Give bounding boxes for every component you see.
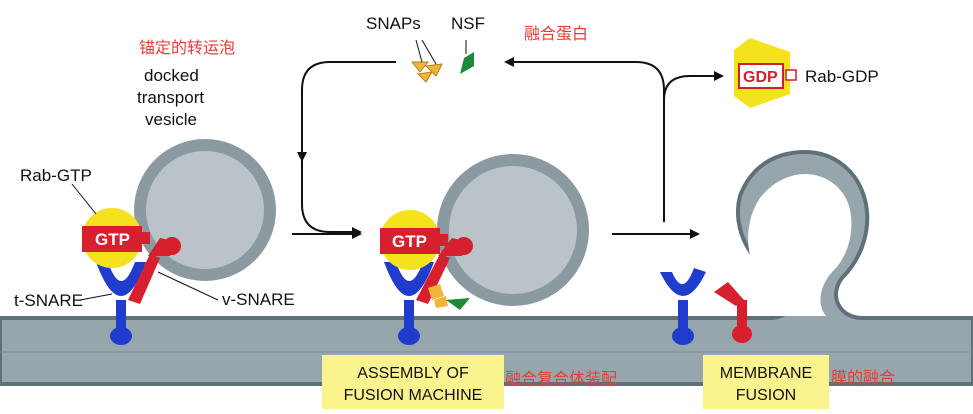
rab-gdp-icon [734,38,797,108]
snaps-icon [410,61,443,83]
v-snare-label: v-SNARE [222,290,295,309]
assembly-caption-box [322,355,504,409]
assembly-caption-line1: ASSEMBLY OF [357,365,469,382]
arrow-to-rab-gdp [663,71,724,101]
nsf-icon [460,52,474,74]
v-snare-right [714,282,752,343]
membrane-caption-line2: FUSION [736,387,796,404]
gdp-label: GDP [743,69,778,86]
t-snare-pointer [79,293,113,301]
snaps-pointer-2 [421,39,437,65]
rab-gdp-label: Rab-GDP [805,67,879,86]
membrane-caption-box [703,355,829,409]
fused-vesicle-lumen [748,174,852,316]
assembly-vesicle [437,154,589,306]
cn-fusion-protein: 融合蛋白 [524,24,588,43]
v-snare-pointer [157,271,219,301]
t-snare-left [96,262,146,345]
gtp-label-left: GTP [95,230,130,249]
rab-gtp-left [82,208,150,268]
snaps-pointer-1 [415,39,423,63]
cn-fusion: 膜的融合 [831,368,895,387]
rab-gtp-middle [380,210,448,270]
nsf-label: NSF [451,14,485,33]
v-snare-left [128,237,181,304]
t-snare-label: t-SNARE [14,291,83,310]
arrow-loop-down [301,61,396,237]
arrow-recycle-loop [504,57,665,222]
snaps-label: SNAPs [366,14,421,33]
rab-gtp-pointer [71,183,97,215]
gtp-label-middle: GTP [392,232,427,251]
assembly-caption-line2: FUSION MACHINE [344,387,483,404]
rab-gtp-label: Rab-GTP [20,166,92,185]
t-snare-middle [384,262,434,345]
membrane-caption-line1: MEMBRANE [720,365,812,382]
docked-vesicle-line1: docked [144,66,199,85]
v-snare-middle [416,237,473,304]
t-snare-right [660,268,706,345]
cn-docked-vesicle: 锚定的转运泡 [139,38,235,57]
docked-vesicle-line2: transport [137,88,204,107]
bound-snaps-nsf [428,284,470,310]
cn-assembly: 融合复合体装配 [505,369,617,388]
docked-vesicle-line3: vesicle [145,110,197,129]
